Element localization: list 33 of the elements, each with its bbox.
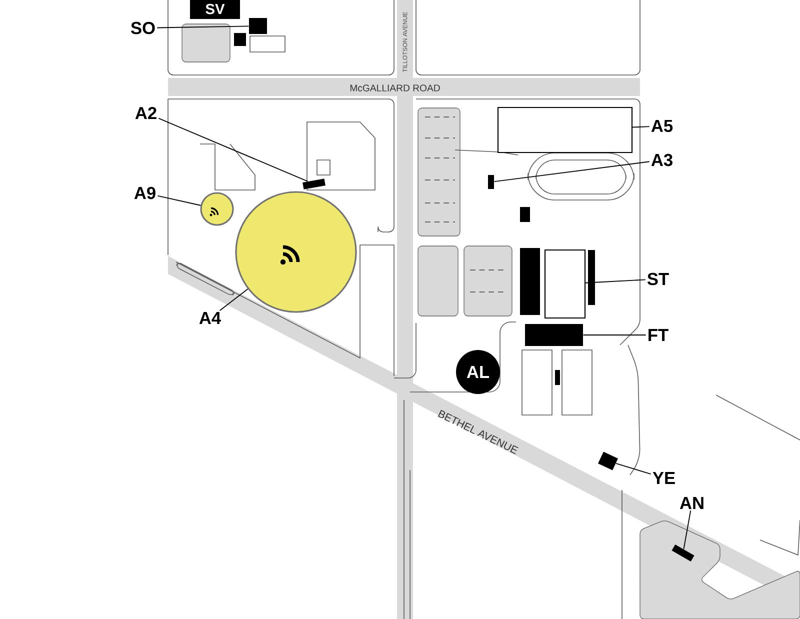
leader-line <box>683 510 692 550</box>
building-code: YE <box>652 472 675 484</box>
leader-line <box>582 334 646 336</box>
building <box>672 544 694 562</box>
building <box>302 178 326 190</box>
building <box>497 106 633 154</box>
wifi-zone-circle <box>235 191 357 313</box>
leader-line <box>616 462 652 474</box>
wifi-zone-circle <box>200 192 234 226</box>
building <box>249 18 267 34</box>
leader-line <box>585 279 646 284</box>
building-code: SO <box>130 22 155 34</box>
building <box>598 452 618 470</box>
building-code: A4 <box>199 312 221 324</box>
building <box>544 249 586 319</box>
building-code: FT <box>648 329 668 341</box>
building-code: A9 <box>134 186 156 200</box>
leader-line <box>157 195 202 206</box>
building-label: AL <box>456 350 500 394</box>
building-code: A3 <box>651 154 672 166</box>
building <box>488 175 494 189</box>
building-code: A5 <box>651 120 673 132</box>
leader-line <box>494 161 650 182</box>
building-code: AN <box>680 497 704 509</box>
building-code: ST <box>647 272 669 286</box>
leader-line <box>158 118 308 182</box>
building <box>525 324 583 346</box>
leader-line <box>156 26 250 28</box>
street-name: McGALLIARD ROAD <box>350 84 440 92</box>
leader-line <box>632 126 650 128</box>
building-code: A2 <box>135 106 156 120</box>
leader-line <box>219 288 248 311</box>
building-code: SV <box>206 4 225 14</box>
